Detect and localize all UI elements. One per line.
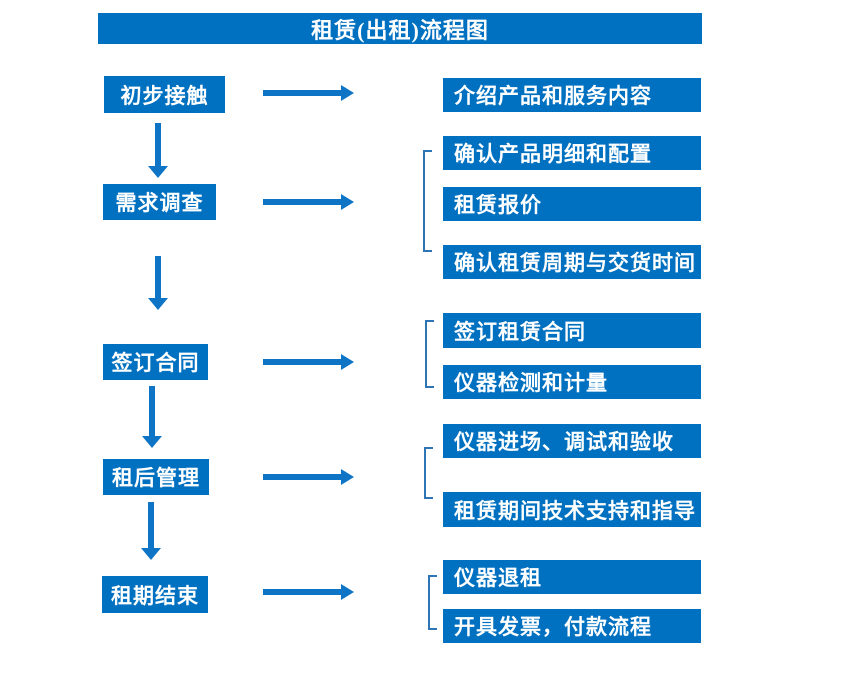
arrow-head: [341, 85, 354, 101]
group-bracket: [428, 575, 437, 630]
output-box-sign-rental-contract: 签订租赁合同: [443, 313, 701, 348]
output-box-introduce-products-services: 介绍产品和服务内容: [443, 78, 701, 112]
step-box-post-rental-management: 租后管理: [103, 459, 209, 495]
step-box-rental-end: 租期结束: [102, 576, 208, 613]
output-box-invoice-payment-process: 开具发票，付款流程: [443, 609, 701, 643]
arrow-shaft: [155, 123, 161, 166]
arrow-shaft: [155, 256, 161, 298]
right-arrow-icon: [263, 85, 354, 101]
arrow-shaft: [263, 199, 341, 205]
arrow-head: [341, 584, 354, 600]
output-box-confirm-rental-period-delivery: 确认租赁周期与交货时间: [443, 245, 701, 279]
output-box-rental-quotation: 租赁报价: [443, 187, 701, 221]
arrow-shaft: [149, 386, 155, 436]
step-box-demand-survey: 需求调查: [103, 184, 216, 220]
output-box-instrument-entry-debug-acceptance: 仪器进场、调试和验收: [443, 424, 701, 458]
arrow-head: [148, 166, 168, 178]
output-box-instrument-return: 仪器退租: [443, 560, 701, 594]
arrow-shaft: [263, 359, 341, 365]
arrow-head: [341, 469, 354, 485]
arrow-shaft: [148, 502, 154, 548]
arrow-shaft: [263, 589, 341, 595]
arrow-head: [141, 548, 161, 560]
output-box-instrument-inspection-metering: 仪器检测和计量: [443, 365, 701, 399]
arrow-head: [142, 436, 162, 448]
flowchart-title: 租赁(出租)流程图: [98, 13, 702, 44]
group-bracket: [425, 320, 434, 388]
step-box-initial-contact: 初步接触: [104, 76, 225, 113]
step-box-sign-contract: 签订合同: [103, 344, 208, 380]
output-box-confirm-product-details: 确认产品明细和配置: [443, 136, 701, 170]
output-box-technical-support-guidance: 租赁期间技术支持和指导: [443, 492, 701, 527]
arrow-shaft: [263, 474, 341, 480]
right-arrow-icon: [263, 354, 354, 370]
right-arrow-icon: [263, 469, 354, 485]
arrow-head: [341, 194, 354, 210]
group-bracket: [424, 447, 433, 499]
right-arrow-icon: [263, 584, 354, 600]
arrow-shaft: [263, 90, 341, 96]
arrow-head: [148, 298, 168, 310]
group-bracket: [423, 150, 432, 252]
arrow-head: [341, 354, 354, 370]
right-arrow-icon: [263, 194, 354, 210]
